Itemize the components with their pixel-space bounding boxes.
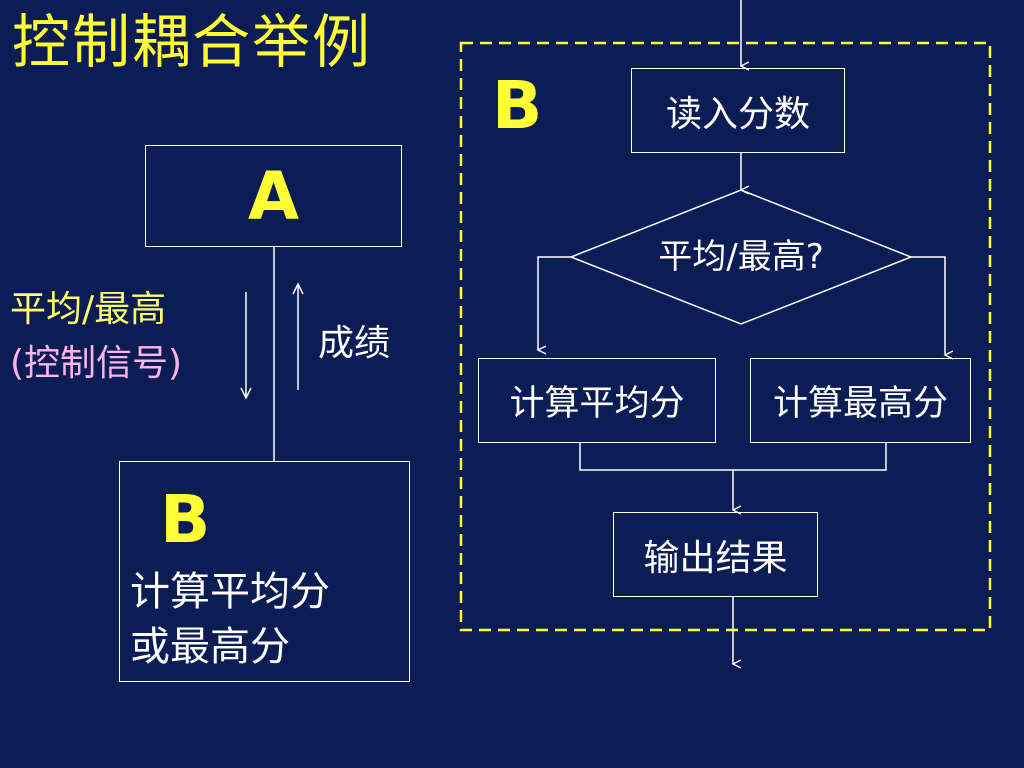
page-title: 控制耦合举例 — [12, 8, 373, 76]
decision-diamond — [568, 189, 914, 325]
module-b-line2: 或最高分 — [130, 624, 290, 670]
module-b-line1: 计算平均分 — [130, 569, 330, 615]
read-input-box: 读入分数 — [631, 68, 845, 153]
read-input-label: 读入分数 — [665, 93, 810, 135]
score-label: 成绩 — [318, 323, 391, 364]
module-b-box: B 计算平均分 或最高分 — [119, 461, 410, 682]
control-signal-note: (控制信号) — [10, 343, 183, 384]
output-result-box: 输出结果 — [613, 512, 818, 597]
calc-average-box: 计算平均分 — [478, 358, 716, 443]
decision-label: 平均/最高? — [658, 237, 824, 277]
output-result-label: 输出结果 — [643, 537, 788, 579]
calc-max-box: 计算最高分 — [750, 358, 971, 443]
module-b-letter: B — [160, 481, 211, 558]
module-b-right-letter: B — [492, 67, 543, 144]
module-a-box: A — [145, 145, 402, 247]
module-a-label: A — [247, 157, 300, 235]
calc-average-label: 计算平均分 — [509, 384, 685, 424]
module-b-dashed-border — [459, 41, 992, 632]
control-signal-label: 平均/最高 — [10, 289, 167, 330]
calc-max-label: 计算最高分 — [772, 384, 948, 424]
